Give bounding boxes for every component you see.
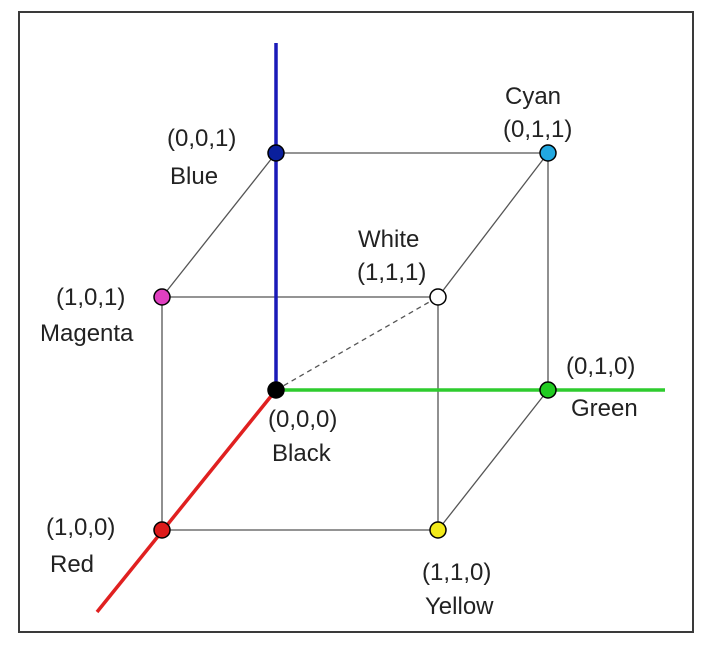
edge-green-yellow	[437, 389, 549, 531]
cube-edges	[161, 152, 549, 531]
vertex-coord-magenta: (1,0,1)	[56, 284, 125, 311]
vertex-coord-yellow: (1,1,0)	[422, 559, 491, 586]
edge-cyan-white	[437, 152, 549, 298]
vertex-name-red: Red	[50, 551, 94, 578]
vertex-coord-black: (0,0,0)	[268, 406, 337, 433]
vertex-dot-black	[267, 381, 285, 399]
vertex-name-magenta: Magenta	[40, 320, 134, 347]
diagonal-black-white-dashed	[275, 296, 439, 391]
vertex-coord-blue: (0,0,1)	[167, 125, 236, 152]
vertex-coord-red: (1,0,0)	[46, 514, 115, 541]
vertex-dot-cyan	[539, 144, 557, 162]
vertex-dot-yellow	[429, 521, 447, 539]
edge-blue-magenta	[161, 152, 277, 298]
vertex-points	[153, 144, 557, 539]
vertex-name-blue: Blue	[170, 163, 218, 190]
vertex-name-cyan: Cyan	[505, 83, 561, 110]
vertex-name-yellow: Yellow	[425, 593, 494, 620]
vertex-name-green: Green	[571, 395, 638, 422]
vertex-coord-green: (0,1,0)	[566, 353, 635, 380]
vertex-dot-blue	[267, 144, 285, 162]
diagram-frame	[18, 11, 694, 633]
vertex-dot-magenta	[153, 288, 171, 306]
vertex-dot-red	[153, 521, 171, 539]
vertex-name-black: Black	[272, 440, 332, 467]
vertex-dot-green	[539, 381, 557, 399]
vertex-labels: (0,0,1) Blue Cyan (0,1,1) White (1,1,1) …	[40, 83, 638, 620]
vertex-dot-white	[429, 288, 447, 306]
vertex-name-white: White	[358, 226, 419, 253]
vertex-coord-cyan: (0,1,1)	[503, 116, 572, 143]
vertex-coord-white: (1,1,1)	[357, 259, 426, 286]
red-axis	[95, 388, 278, 614]
